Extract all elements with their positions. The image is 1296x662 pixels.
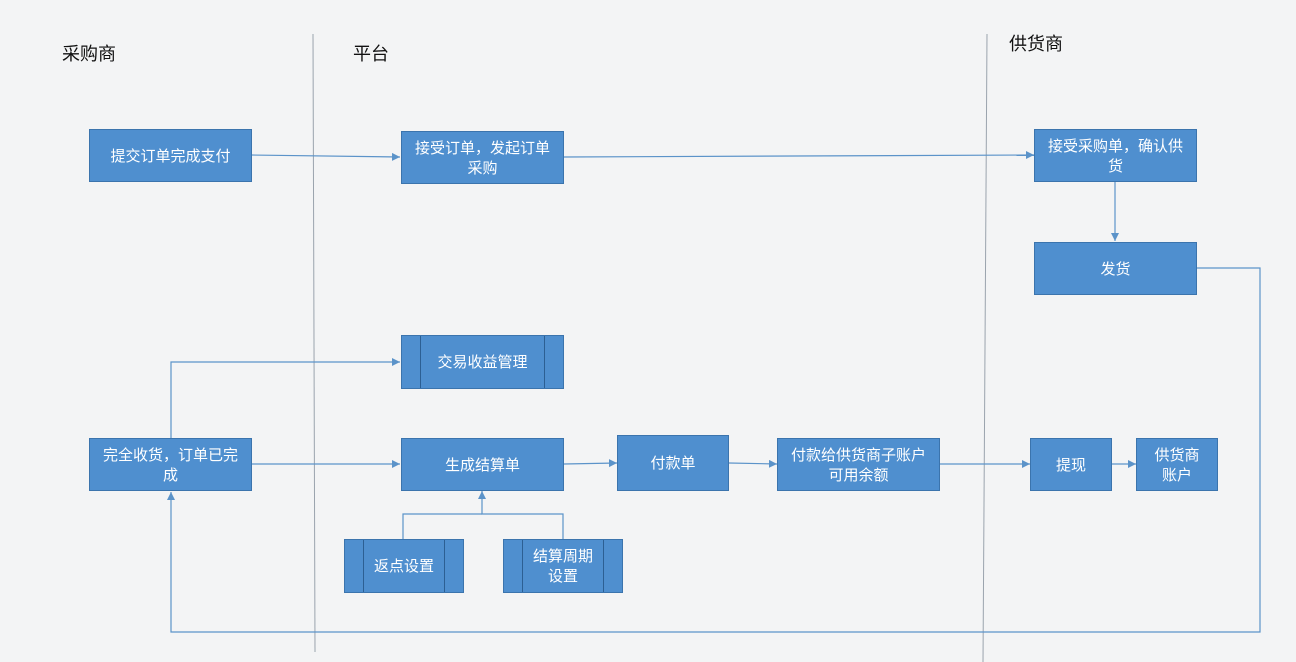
node-accept-order: 接受订单，发起订单采购 xyxy=(401,131,564,184)
edge-payment-to-paysupplier xyxy=(728,459,778,468)
node-trade-income: 交易收益管理 xyxy=(401,335,564,389)
node-rebate-setting: 返点设置 xyxy=(344,539,464,593)
edge-rebate-to-settlement xyxy=(402,513,482,540)
edge-accept-to-purchase xyxy=(563,151,1035,160)
edge-receive-to-income xyxy=(170,358,400,438)
edge-submit-to-accept xyxy=(250,152,401,161)
node-supplier-account: 供货商账户 xyxy=(1136,438,1218,491)
node-settle-cycle: 结算周期设置 xyxy=(503,539,623,593)
lane-title-supplier: 供货商 xyxy=(1009,34,1063,55)
edge-cycle-to-settlement xyxy=(478,491,564,540)
node-submit-order: 提交订单完成支付 xyxy=(89,129,252,182)
node-withdraw: 提现 xyxy=(1030,438,1112,491)
lane-title-buyer: 采购商 xyxy=(62,44,116,65)
node-generate-settlement: 生成结算单 xyxy=(401,438,564,491)
node-pay-supplier: 付款给供货商子账户可用余额 xyxy=(777,438,940,491)
edge-ship-loop xyxy=(167,267,1261,633)
node-accept-purchase: 接受采购单，确认供货 xyxy=(1034,129,1197,182)
node-receive-complete: 完全收货，订单已完成 xyxy=(89,438,252,491)
lane-divider-1 xyxy=(312,33,316,653)
node-ship: 发货 xyxy=(1034,242,1197,295)
lane-divider-2 xyxy=(982,33,988,662)
node-payment: 付款单 xyxy=(617,435,729,491)
edge-settlement-to-payment xyxy=(563,459,618,468)
lane-title-platform: 平台 xyxy=(353,44,389,65)
